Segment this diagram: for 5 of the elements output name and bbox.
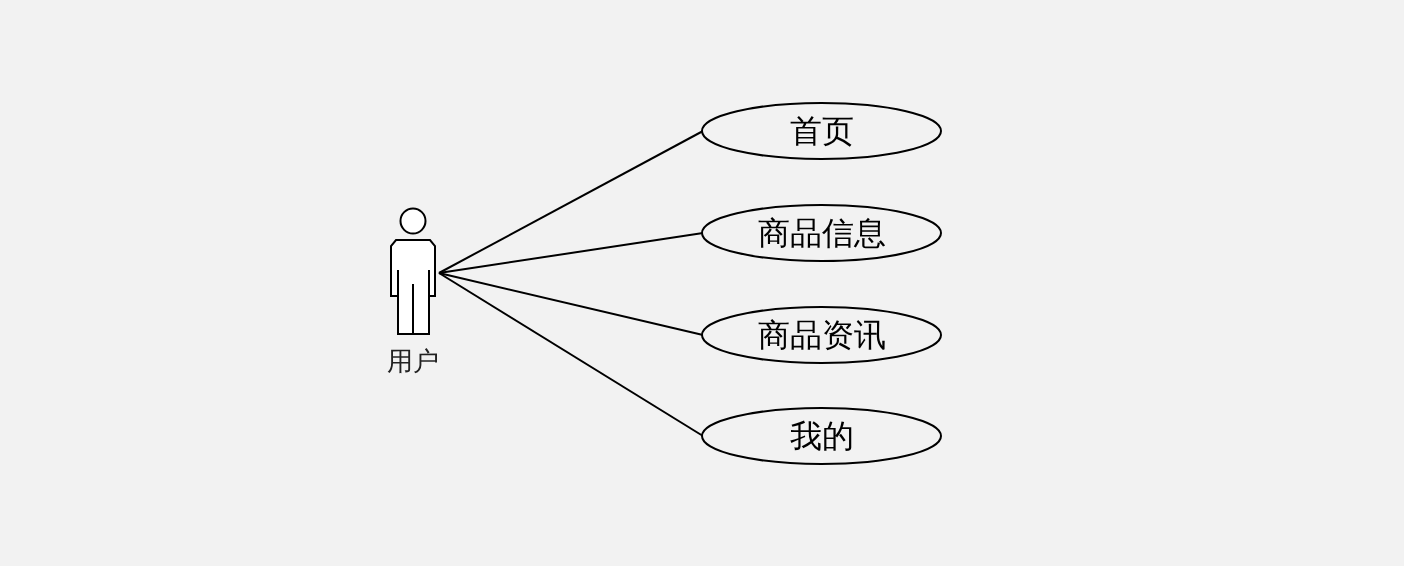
use-case-label: 商品信息	[757, 214, 886, 252]
use-case-label: 首页	[789, 112, 854, 150]
use-case-label: 商品资讯	[757, 316, 886, 354]
actor-label: 用户	[387, 346, 439, 376]
use-case-label: 我的	[789, 417, 854, 455]
